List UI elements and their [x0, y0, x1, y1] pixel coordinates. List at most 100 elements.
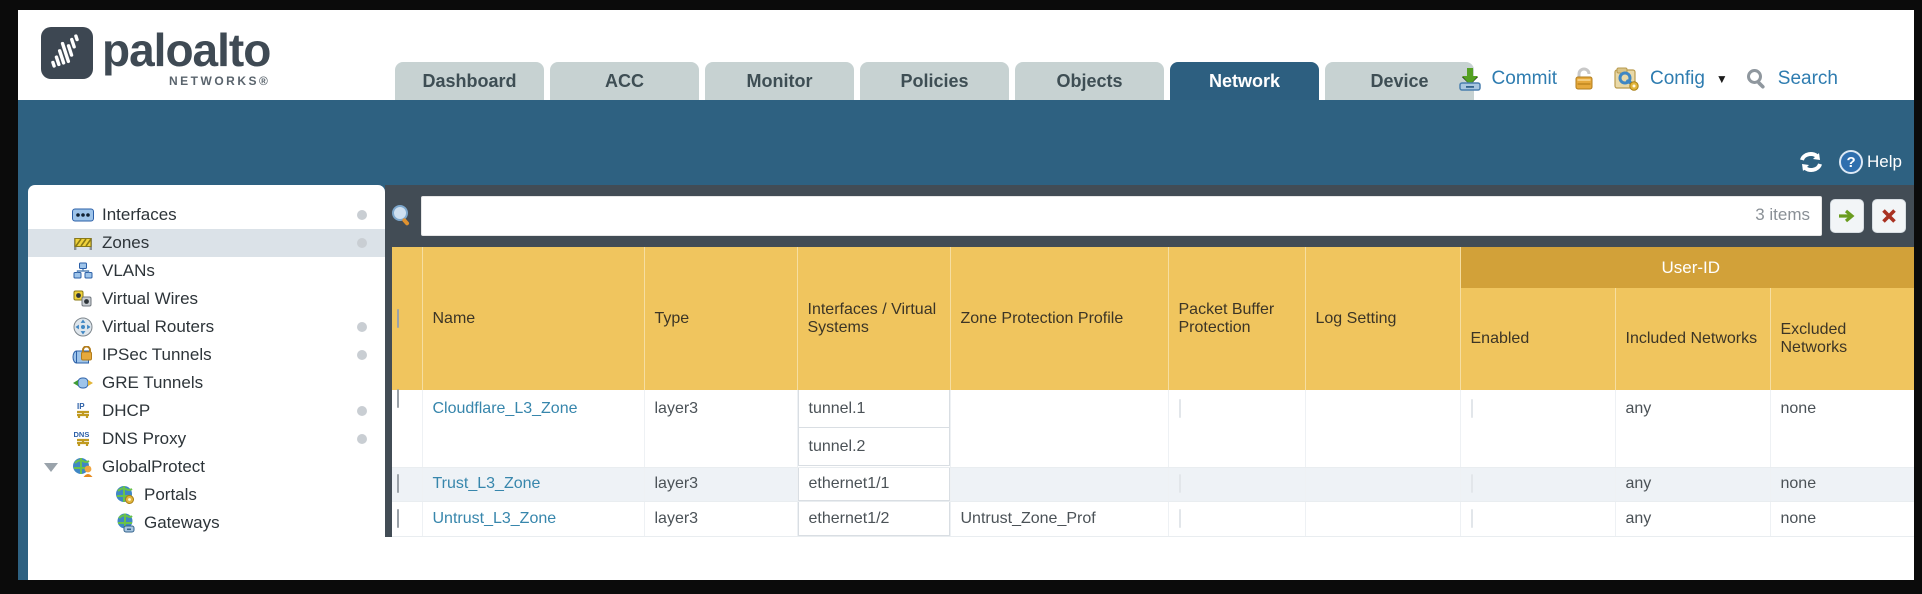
status-dot [357, 434, 367, 444]
interface-cell: ethernet1/2 [797, 501, 950, 536]
expander-triangle-icon[interactable] [44, 462, 58, 472]
sidebar-item-ipsec-tunnels[interactable]: IPSec Tunnels [28, 341, 385, 369]
included-networks: any [1615, 467, 1771, 502]
virtual-wires-icon [72, 288, 94, 310]
table-row: Cloudflare_L3_Zone layer3 tunnel.1 tunne… [392, 389, 1914, 468]
status-dot [357, 350, 367, 360]
col-header-name[interactable]: Name [422, 247, 645, 390]
log-setting [1305, 501, 1461, 537]
refresh-icon[interactable] [1797, 149, 1825, 175]
dhcp-icon: IP [72, 400, 94, 422]
search-button[interactable]: Search [1777, 68, 1838, 89]
interfaces-icon [72, 204, 94, 226]
gre-tunnels-icon [72, 372, 94, 394]
paloalto-logo-icon [40, 26, 94, 80]
config-dropdown-caret[interactable]: ▼ [1715, 72, 1728, 86]
interface-cell: tunnel.1 [797, 390, 950, 428]
svg-text:DNS: DNS [74, 430, 90, 439]
sidebar-item-vlans[interactable]: VLANs [28, 257, 385, 285]
zone-name-link[interactable]: Untrust_L3_Zone [432, 509, 557, 527]
filter-toolbar: 3 items [385, 185, 1914, 247]
sidebar-item-virtual-wires[interactable]: Virtual Wires [28, 285, 385, 313]
main-panel: 3 items [385, 185, 1914, 580]
commit-icon [1457, 66, 1483, 92]
zone-type: layer3 [644, 467, 798, 502]
config-icon [1613, 66, 1641, 92]
tab-device[interactable]: Device [1325, 62, 1474, 100]
filter-input[interactable] [421, 196, 1822, 236]
select-all-checkbox[interactable] [397, 308, 399, 328]
dns-proxy-icon: DNS [72, 428, 94, 450]
ipsec-tunnels-icon [72, 344, 94, 366]
help-button[interactable]: ? Help [1839, 150, 1902, 174]
user-id-enabled-checkbox[interactable] [1470, 399, 1473, 418]
help-label: Help [1867, 152, 1902, 171]
col-header-packet-buffer-protection[interactable]: Packet Buffer Protection [1168, 247, 1306, 390]
gateways-icon [114, 512, 136, 534]
sidebar-item-virtual-routers[interactable]: Virtual Routers [28, 313, 385, 341]
zone-type: layer3 [644, 390, 798, 468]
excluded-networks: none [1770, 467, 1914, 502]
sidebar-column: Interfaces Zones VLANs [18, 185, 385, 580]
col-header-enabled[interactable]: Enabled [1460, 288, 1616, 390]
sidebar-item-gre-tunnels[interactable]: GRE Tunnels [28, 369, 385, 397]
included-networks: any [1615, 390, 1771, 468]
col-header-zone-protection-profile[interactable]: Zone Protection Profile [950, 247, 1169, 390]
lock-icon[interactable] [1572, 66, 1596, 92]
excluded-networks: none [1770, 390, 1914, 468]
user-id-enabled-checkbox[interactable] [1470, 508, 1473, 528]
sidebar-item-portals[interactable]: Portals [28, 481, 385, 509]
zone-name-link[interactable]: Cloudflare_L3_Zone [432, 400, 578, 417]
col-header-type[interactable]: Type [644, 247, 798, 390]
tab-network[interactable]: Network [1170, 62, 1319, 100]
sidebar-item-dhcp[interactable]: IP DHCP [28, 397, 385, 425]
zone-name-link[interactable]: Trust_L3_Zone [432, 475, 541, 492]
tab-monitor[interactable]: Monitor [705, 62, 854, 100]
filter-search-icon [391, 204, 413, 228]
user-id-enabled-checkbox[interactable] [1470, 474, 1473, 493]
table-empty-area [385, 536, 1914, 580]
col-header-log-setting[interactable]: Log Setting [1305, 247, 1461, 390]
sidebar-item-zones[interactable]: Zones [28, 229, 385, 257]
col-header-interfaces[interactable]: Interfaces / Virtual Systems [797, 247, 951, 390]
help-icon: ? [1839, 150, 1864, 174]
sidebar-item-gateways[interactable]: Gateways [28, 509, 385, 537]
table-row: Trust_L3_Zone layer3 ethernet1/1 any non… [392, 467, 1914, 502]
search-icon [1745, 67, 1769, 91]
content-area: Interfaces Zones VLANs [18, 185, 1914, 580]
col-header-included-networks[interactable]: Included Networks [1615, 288, 1771, 390]
config-button[interactable]: Config [1649, 68, 1705, 89]
clear-filter-button[interactable] [1872, 199, 1906, 233]
row-checkbox[interactable] [397, 474, 399, 493]
excluded-networks: none [1770, 501, 1914, 537]
tab-policies[interactable]: Policies [860, 62, 1009, 100]
status-dot [357, 210, 367, 220]
sub-header-band: ? Help [18, 100, 1914, 185]
col-header-excluded-networks[interactable]: Excluded Networks [1770, 288, 1914, 390]
zones-table: Name Type Interfaces / Virtual Systems Z… [385, 247, 1914, 537]
network-sidebar: Interfaces Zones VLANs [28, 185, 385, 580]
sidebar-item-interfaces[interactable]: Interfaces [28, 201, 385, 229]
status-dot [357, 406, 367, 416]
packet-buffer-checkbox[interactable] [1178, 508, 1181, 528]
interface-cell: ethernet1/1 [797, 467, 950, 501]
zone-protection-profile [950, 467, 1169, 502]
tab-objects[interactable]: Objects [1015, 62, 1164, 100]
packet-buffer-checkbox[interactable] [1178, 474, 1181, 493]
tab-acc[interactable]: ACC [550, 62, 699, 100]
sidebar-item-dns-proxy[interactable]: DNS DNS Proxy [28, 425, 385, 453]
included-networks: any [1615, 501, 1771, 537]
tab-dashboard[interactable]: Dashboard [395, 62, 544, 100]
top-header-bar: paloalto NETWORKS® Dashboard ACC Monitor… [18, 10, 1914, 100]
row-checkbox[interactable] [397, 508, 399, 528]
row-checkbox[interactable] [397, 389, 399, 408]
commit-button[interactable]: Commit [1491, 68, 1557, 89]
packet-buffer-checkbox[interactable] [1178, 399, 1181, 418]
log-setting [1305, 467, 1461, 502]
items-count: 3 items [1755, 205, 1810, 224]
main-tab-bar: Dashboard ACC Monitor Policies Objects N… [395, 62, 1474, 100]
sidebar-item-globalprotect[interactable]: GlobalProtect [28, 453, 385, 481]
apply-filter-button[interactable] [1830, 199, 1864, 233]
zone-protection-profile [950, 390, 1169, 468]
